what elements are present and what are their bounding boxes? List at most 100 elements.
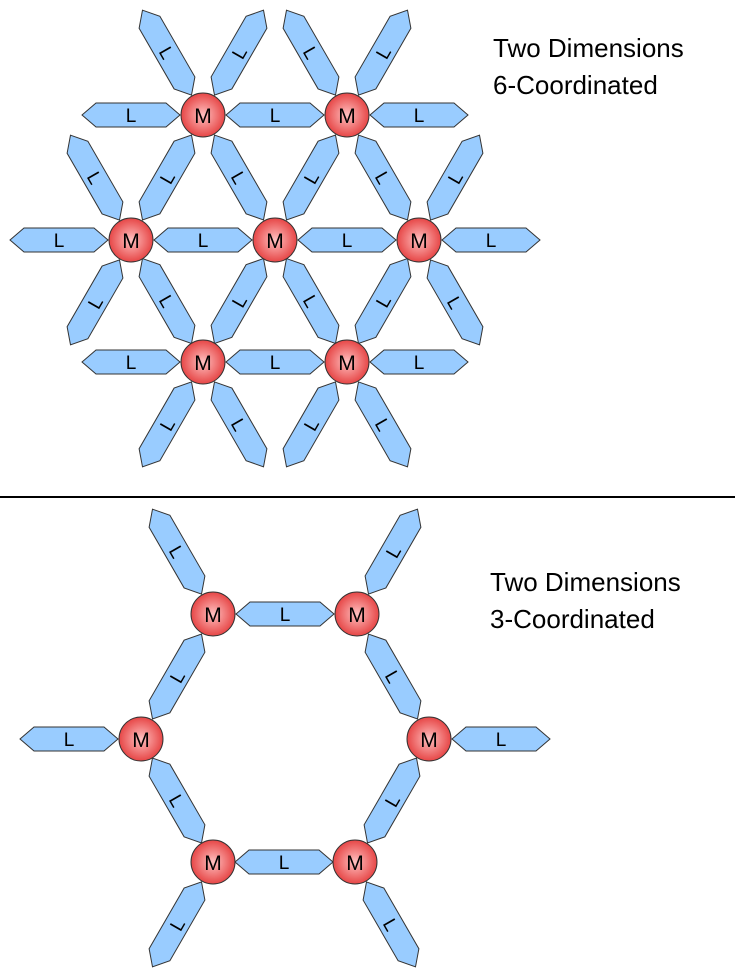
ligand: L <box>282 9 340 96</box>
metal-label: M <box>348 604 366 627</box>
ligand: L <box>66 134 124 221</box>
metal-node: M <box>108 217 154 263</box>
ligand-label: L <box>126 353 137 374</box>
ligand-label: L <box>414 106 425 127</box>
ligand: L <box>138 381 196 468</box>
ligand-label: L <box>486 231 497 252</box>
metal-circle <box>396 217 442 263</box>
ligand-shape <box>451 726 551 752</box>
ligand: L <box>210 257 268 345</box>
ligand-shape <box>363 757 421 844</box>
ligand-shape <box>354 134 412 221</box>
ligand: L <box>369 349 469 375</box>
ligand: L <box>148 757 206 844</box>
metal-circle <box>190 591 236 637</box>
ligand-shape <box>81 102 181 128</box>
ligand-label: L <box>342 231 353 252</box>
ligand: L <box>354 257 412 345</box>
metal-label: M <box>204 604 222 627</box>
ligand: L <box>153 227 253 253</box>
ligand-shape <box>19 726 119 752</box>
metal-label: M <box>338 352 356 375</box>
ligand: L <box>282 134 340 221</box>
ligand-shape <box>210 9 268 96</box>
ligand: L <box>354 381 412 468</box>
metal-circle <box>324 92 370 138</box>
ligand: L <box>81 102 181 128</box>
ligand-shape <box>364 508 422 595</box>
ligand: L <box>364 508 422 595</box>
ligand: L <box>19 726 119 752</box>
ligand: L <box>282 381 340 468</box>
metal-node: M <box>118 716 164 762</box>
ligand-shape <box>354 381 412 468</box>
ligand: L <box>210 134 268 221</box>
ligand: L <box>354 9 412 96</box>
ligand-shape <box>426 134 484 221</box>
metal-circle <box>190 839 236 885</box>
ligand-label: L <box>270 106 281 127</box>
ligand-shape <box>148 508 206 595</box>
metal-node: M <box>324 92 370 138</box>
ligand-shape <box>81 349 181 375</box>
ligand-shape <box>153 227 253 253</box>
ligand-shape <box>297 227 397 253</box>
ligand-shape <box>282 9 340 96</box>
metal-node: M <box>180 92 226 138</box>
ligand-label: L <box>414 353 425 374</box>
ligand-shape <box>354 9 412 96</box>
ligand: L <box>362 881 420 968</box>
ligand-shape <box>148 881 206 968</box>
ligand: L <box>364 633 422 720</box>
ligand-label: L <box>64 730 75 751</box>
metal-circle <box>180 339 226 385</box>
metal-label: M <box>122 230 140 253</box>
ligand-shape <box>282 134 340 221</box>
metal-circle <box>324 339 370 385</box>
ligand-shape <box>235 601 335 627</box>
metal-circle <box>334 591 380 637</box>
ligand-shape <box>282 381 340 468</box>
title-line: Two Dimensions <box>490 567 681 597</box>
ligand: L <box>9 227 109 253</box>
metal-node: M <box>396 217 442 263</box>
ligand: L <box>282 257 340 345</box>
section-title-6-coordinated: Two Dimensions 6-Coordinated <box>493 30 684 104</box>
ligand-shape <box>225 349 325 375</box>
ligand-label: L <box>279 853 290 874</box>
title-line: Two Dimensions <box>493 33 684 63</box>
ligand: L <box>369 102 469 128</box>
ligand: L <box>138 134 196 221</box>
section-divider <box>0 496 735 498</box>
metal-label: M <box>204 852 222 875</box>
ligand-shape <box>138 381 196 468</box>
ligand: L <box>148 881 206 968</box>
ligand: L <box>210 9 268 96</box>
ligand: L <box>354 134 412 221</box>
ligand-shape <box>225 102 325 128</box>
metal-node: M <box>190 839 236 885</box>
ligand-shape <box>148 633 206 720</box>
ligand: L <box>81 349 181 375</box>
metal-label: M <box>194 352 212 375</box>
ligand: L <box>148 508 206 595</box>
ligand: L <box>363 757 421 844</box>
ligand: L <box>235 601 335 627</box>
ligand: L <box>148 633 206 720</box>
ligand-shape <box>426 259 484 346</box>
title-line: 6-Coordinated <box>493 70 658 100</box>
ligand: L <box>451 726 551 752</box>
metal-circle <box>252 217 298 263</box>
ligand: L <box>138 257 196 345</box>
ligand: L <box>426 134 484 221</box>
metal-circle <box>108 217 154 263</box>
ligand-shape <box>210 134 268 221</box>
metal-node: M <box>334 591 380 637</box>
metal-circle <box>118 716 164 762</box>
ligand: L <box>225 102 325 128</box>
metal-circle <box>180 92 226 138</box>
ligand-shape <box>138 9 196 96</box>
ligand-shape <box>66 259 124 346</box>
ligand-shape <box>9 227 109 253</box>
